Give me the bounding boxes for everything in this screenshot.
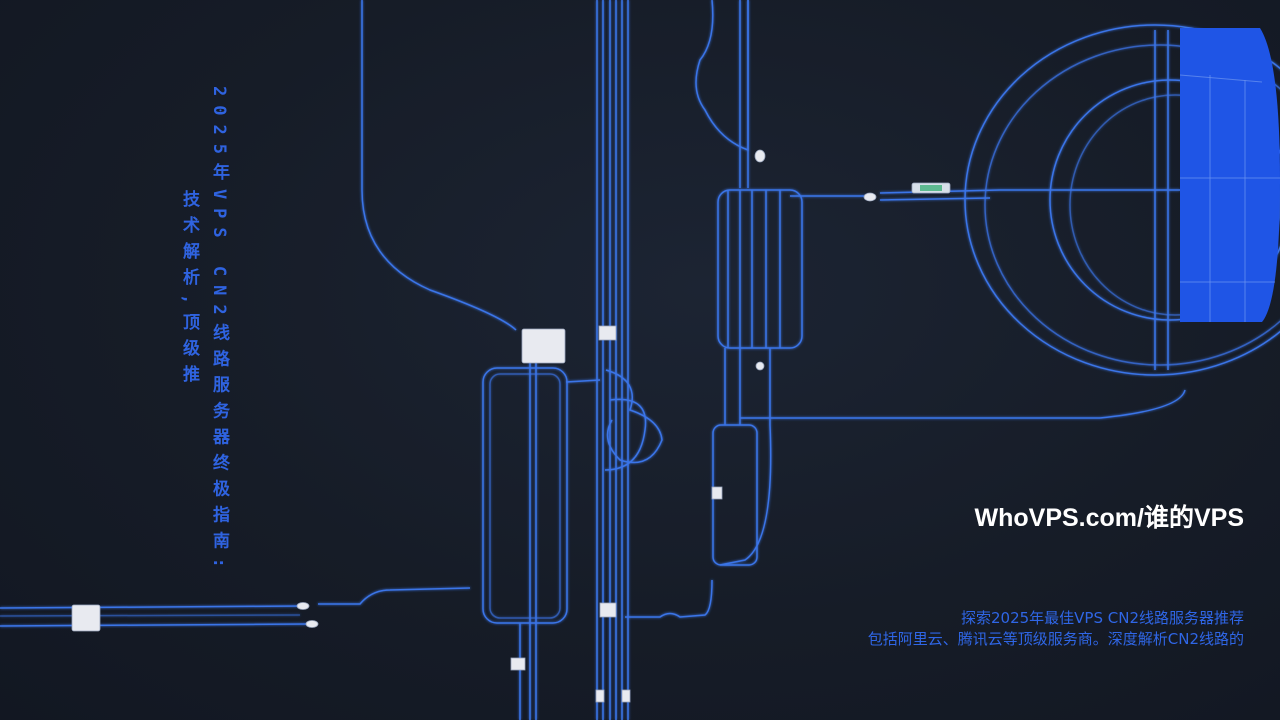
description-line-2: 包括阿里云、腾讯云等顶级服务商。深度解析CN2线路的 <box>867 630 1244 648</box>
vertical-title-line-1: 2025年VPS CN2线路服务器终极指南: <box>209 86 229 577</box>
site-brand: WhoVPS.com/谁的VPS <box>974 504 1244 532</box>
blue-screen-panel <box>1179 28 1280 322</box>
vertical-title-line-2: 技术解析,顶级推 <box>179 190 199 392</box>
description-line-1: 探索2025年最佳VPS CN2线路服务器推荐 <box>960 609 1244 627</box>
